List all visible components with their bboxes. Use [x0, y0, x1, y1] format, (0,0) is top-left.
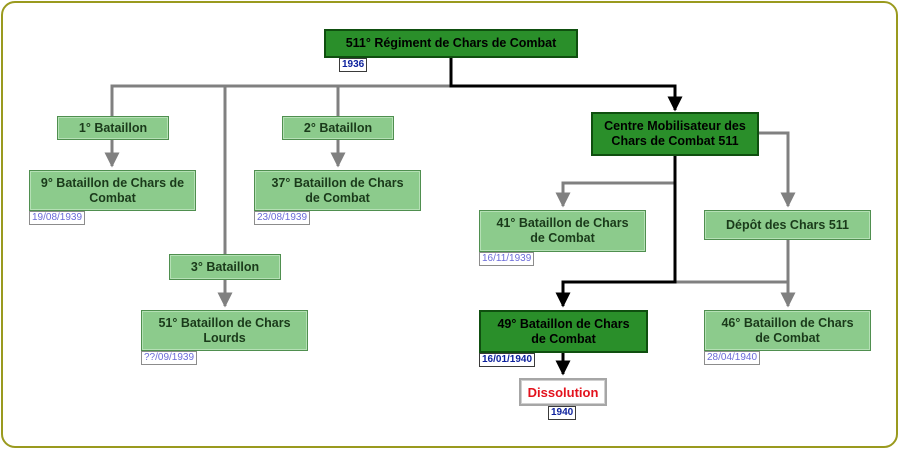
node-bcc49-label: 49° Bataillon de Chars de Combat [497, 316, 630, 346]
node-bcc9: 9° Bataillon de Chars de Combat [29, 170, 196, 211]
node-dissolution: Dissolution [519, 378, 607, 406]
node-bat1-label: 1° Bataillon [78, 120, 148, 135]
date-bcc41: 16/11/1939 [479, 252, 535, 266]
date-bcc49: 16/01/1940 [479, 353, 536, 367]
node-bcc46-label: 46° Bataillon de Chars de Combat [721, 315, 854, 345]
connector-cm511-depot [759, 131, 796, 208]
node-dissolution-label: Dissolution [527, 384, 599, 400]
node-bcc37-label: 37° Bataillon de Chars de Combat [271, 175, 404, 205]
date-regiment: 1936 [339, 58, 368, 72]
node-bcc41-label: 41° Bataillon de Chars de Combat [496, 216, 629, 245]
node-regiment-label: 511° Régiment de Chars de Combat [345, 36, 557, 50]
node-regiment: 511° Régiment de Chars de Combat [324, 29, 578, 58]
date-bcl51: ??/09/1939 [141, 351, 198, 365]
connector-regiment-bus [110, 58, 453, 116]
node-cm511-label: Centre Mobilisateur des Chars de Combat … [604, 119, 746, 148]
connector-cm511-bcc41 [555, 181, 675, 208]
node-bcc49: 49° Bataillon de Chars de Combat [479, 310, 648, 353]
node-bcc41: 41° Bataillon de Chars de Combat [479, 210, 646, 252]
date-bcc46: 28/04/1940 [704, 351, 761, 365]
date-dissolution: 1940 [548, 406, 577, 420]
node-bcc46: 46° Bataillon de Chars de Combat [704, 310, 871, 351]
date-bcc37: 23/08/1939 [254, 211, 311, 225]
node-bcl51-label: 51° Bataillon de Chars Lourds [158, 315, 291, 345]
node-depot511-label: Dépôt des Chars 511 [726, 217, 849, 232]
node-cm511: Centre Mobilisateur des Chars de Combat … [591, 112, 759, 156]
node-bat2-label: 2° Bataillon [303, 120, 373, 135]
connector-regiment-cm511 [449, 58, 683, 112]
connector-cm511-bcc49 [555, 156, 677, 308]
node-bcc9-label: 9° Bataillon de Chars de Combat [40, 175, 185, 205]
date-bcc9: 19/08/1939 [29, 211, 86, 225]
node-bat2: 2° Bataillon [282, 116, 394, 140]
node-bcl51: 51° Bataillon de Chars Lourds [141, 310, 308, 351]
node-bat3: 3° Bataillon [169, 254, 281, 280]
node-bcc37: 37° Bataillon de Chars de Combat [254, 170, 421, 211]
node-bat3-label: 3° Bataillon [190, 259, 260, 274]
node-bat1: 1° Bataillon [57, 116, 169, 140]
node-depot511: Dépôt des Chars 511 [704, 210, 871, 240]
